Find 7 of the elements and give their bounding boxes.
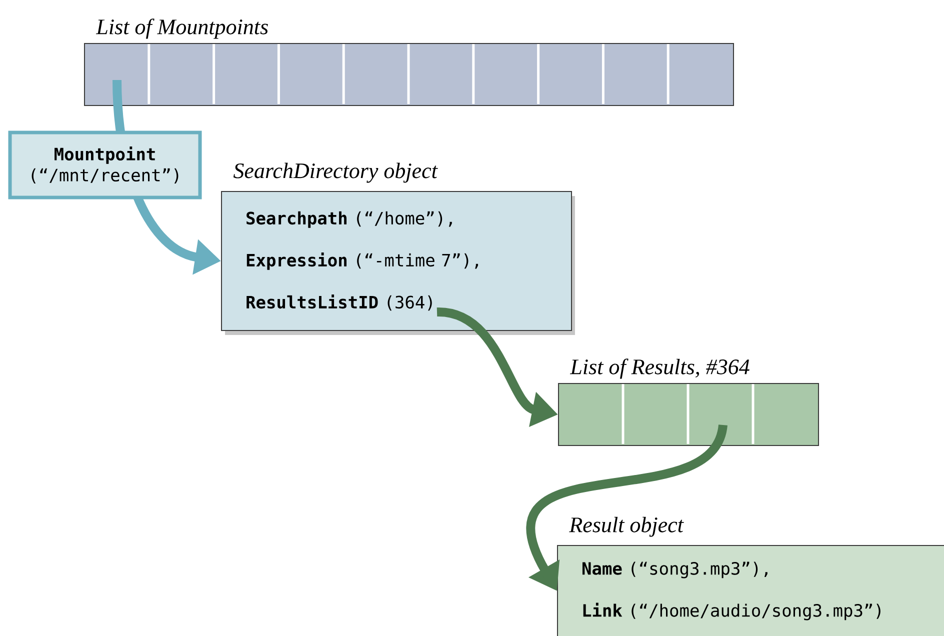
object-heading: Result object xyxy=(569,516,684,537)
mountpoint-box: Mountpoint (“/mnt/recent”) xyxy=(8,130,202,200)
object-box: Name (“song3.mp3”), Link (“/home/audio/song3.mp3”) xyxy=(557,545,944,636)
list-heading: List of Mountpoints xyxy=(96,18,268,39)
object-heading: SearchDirectory object xyxy=(233,162,438,183)
object-box: Searchpath (“/home”), Expression (“-mtime 7”), ResultsListID (364) xyxy=(221,191,572,331)
list-heading: List of Results, #364 xyxy=(570,358,750,379)
